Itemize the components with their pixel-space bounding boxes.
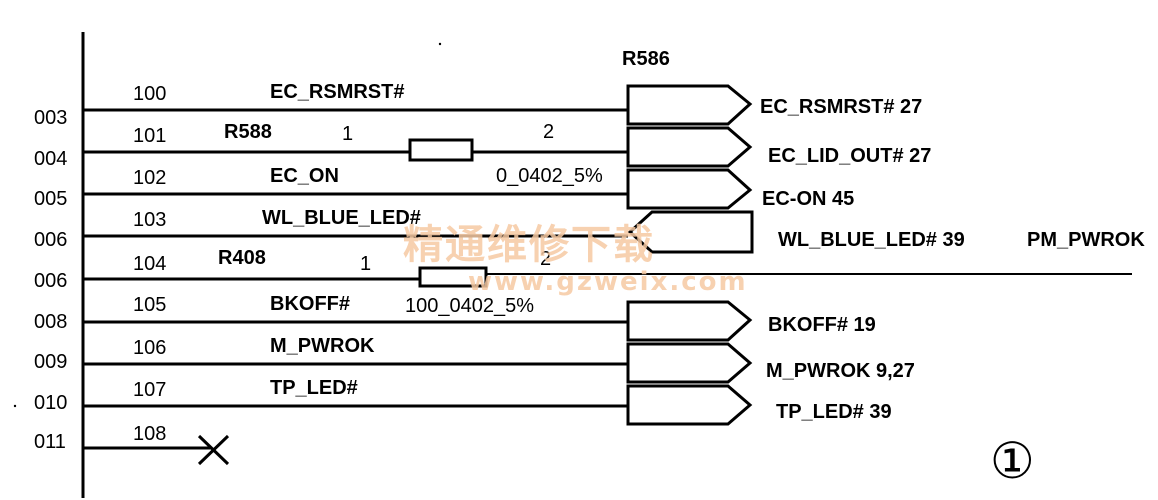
input-connector bbox=[627, 210, 754, 254]
r588-resistor bbox=[408, 138, 474, 162]
r408-label: R408 bbox=[218, 247, 266, 269]
signal-label: EC_RSMRST# bbox=[270, 81, 404, 103]
row-number: 100 bbox=[133, 83, 166, 105]
row-number: 101 bbox=[133, 125, 166, 147]
row-code: 003 bbox=[34, 107, 67, 129]
row-code: 008 bbox=[34, 311, 67, 333]
output-label: EC-ON 45 bbox=[762, 188, 854, 210]
row-code: 005 bbox=[34, 188, 67, 210]
r586-label: R586 bbox=[622, 48, 670, 70]
r588-pin2-label: 2 bbox=[543, 121, 554, 143]
output-label: WL_BLUE_LED# 39 bbox=[778, 229, 965, 251]
dot-mark bbox=[438, 42, 442, 46]
output-label: EC_LID_OUT# 27 bbox=[768, 145, 931, 167]
figure-number: ① bbox=[990, 432, 1035, 490]
r588-pin1-label: 1 bbox=[342, 123, 353, 145]
output-label: M_PWROK 9,27 bbox=[766, 360, 915, 382]
signal-label: M_PWROK bbox=[270, 335, 375, 357]
output-label: EC_RSMRST# 27 bbox=[760, 96, 922, 118]
r408-pin1-label: 1 bbox=[360, 253, 371, 275]
r588-value: 0_0402_5% bbox=[496, 165, 603, 187]
watermark-chinese: 精通维修下载 bbox=[403, 222, 655, 268]
row-number: 104 bbox=[133, 253, 166, 275]
row-number: 106 bbox=[133, 337, 166, 359]
row-number: 103 bbox=[133, 209, 166, 231]
output-label: TP_LED# 39 bbox=[776, 401, 892, 423]
output-connector-group bbox=[626, 84, 753, 210]
signal-label: EC_ON bbox=[270, 165, 339, 187]
row-code: 011 bbox=[34, 431, 66, 453]
signal-label: TP_LED# bbox=[270, 377, 358, 399]
dot-mark bbox=[13, 404, 17, 408]
row-code: 006 bbox=[34, 270, 67, 292]
row-code: 004 bbox=[34, 148, 67, 170]
r408-pin2-label: 2 bbox=[540, 248, 551, 270]
output-label: PM_PWROK bbox=[1027, 229, 1145, 251]
no-connect-mark bbox=[197, 434, 230, 466]
signal-label: WL_BLUE_LED# bbox=[262, 207, 421, 229]
row-code: 006 bbox=[34, 229, 67, 251]
output-connector-group bbox=[626, 300, 753, 426]
r408-value: 100_0402_5% bbox=[405, 295, 534, 317]
row-number: 102 bbox=[133, 167, 166, 189]
watermark-url: www.gzweix.com bbox=[468, 267, 748, 297]
r408-resistor bbox=[418, 266, 488, 288]
r588-label: R588 bbox=[224, 121, 272, 143]
row-code: 010 bbox=[34, 392, 67, 414]
signal-label: BKOFF# bbox=[270, 293, 350, 315]
output-label: BKOFF# 19 bbox=[768, 314, 876, 336]
row-number: 107 bbox=[133, 379, 166, 401]
row-number: 105 bbox=[133, 294, 166, 316]
row-code: 009 bbox=[34, 351, 67, 373]
row-number: 108 bbox=[133, 423, 166, 445]
